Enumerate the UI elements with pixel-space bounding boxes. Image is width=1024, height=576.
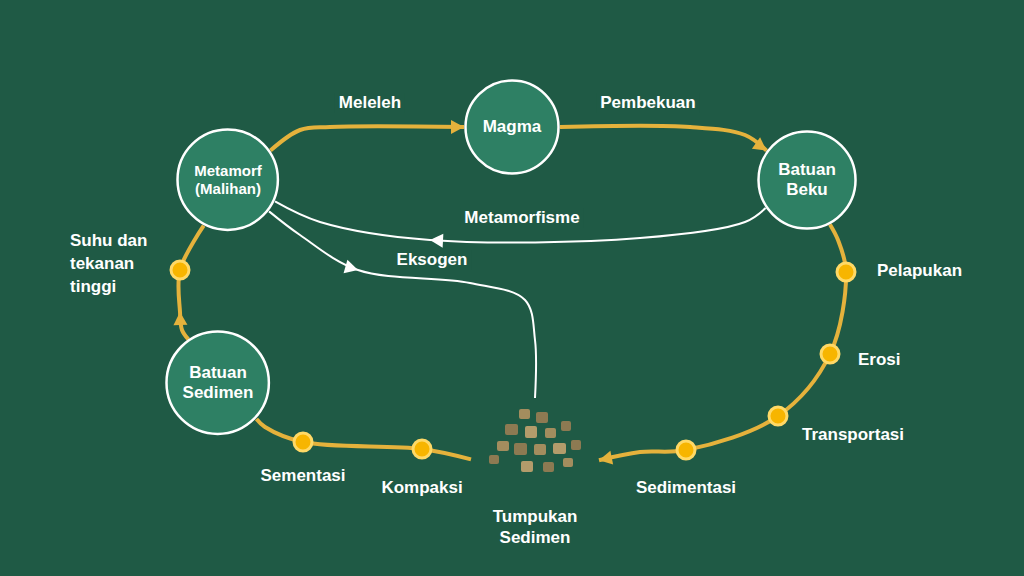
process-label: Sedimentasi — [636, 477, 736, 500]
cycle-connector — [275, 201, 766, 247]
node-label: Batuan Beku — [768, 160, 846, 201]
process-label: Suhu dan tekanan tinggi — [70, 230, 165, 299]
edge-label: Meleleh — [335, 93, 405, 113]
connector-line — [256, 419, 471, 459]
cycle-connector — [173, 226, 203, 340]
rock-circle: Batuan Sedimen — [165, 330, 270, 435]
cycle-connector — [560, 126, 767, 151]
edge-label: Metamorfisme — [460, 208, 583, 228]
connector-line — [269, 211, 536, 398]
node-label: Batuan Sedimen — [176, 363, 260, 404]
node-label: Tumpukan Sedimen — [475, 507, 595, 548]
node-label: Magma — [483, 117, 542, 137]
rock-circle: Metamorf (Malihan) — [176, 128, 279, 231]
arrow-head — [599, 451, 613, 465]
arrow-head — [344, 260, 358, 273]
process-label: Kompaksi — [381, 477, 462, 500]
edge-label: Pembekuan — [596, 93, 699, 113]
sediment-pile — [489, 409, 581, 472]
process-dots — [171, 261, 855, 459]
edge-label: Eksogen — [393, 250, 472, 270]
arrow-head — [430, 234, 443, 248]
connector-line — [270, 126, 464, 150]
process-label: Sementasi — [260, 465, 345, 488]
rock-circle: Batuan Beku — [757, 130, 857, 230]
connector-line — [275, 201, 766, 242]
connector-line — [560, 126, 767, 151]
arrow-head — [451, 120, 464, 134]
cycle-connector — [270, 120, 464, 151]
process-label: Erosi — [858, 349, 901, 372]
node-label: Metamorf (Malihan) — [186, 162, 270, 198]
process-label: Transportasi — [802, 424, 904, 447]
sediment-pile-node: Tumpukan Sedimen — [471, 398, 599, 548]
cycle-connector — [256, 419, 471, 459]
rock-circle: Magma — [464, 79, 560, 175]
connector-line — [599, 224, 846, 460]
arrow-head — [752, 137, 767, 150]
arrow-head — [173, 312, 187, 325]
cycle-connector — [269, 211, 536, 398]
process-label: Pelapukan — [877, 260, 962, 283]
